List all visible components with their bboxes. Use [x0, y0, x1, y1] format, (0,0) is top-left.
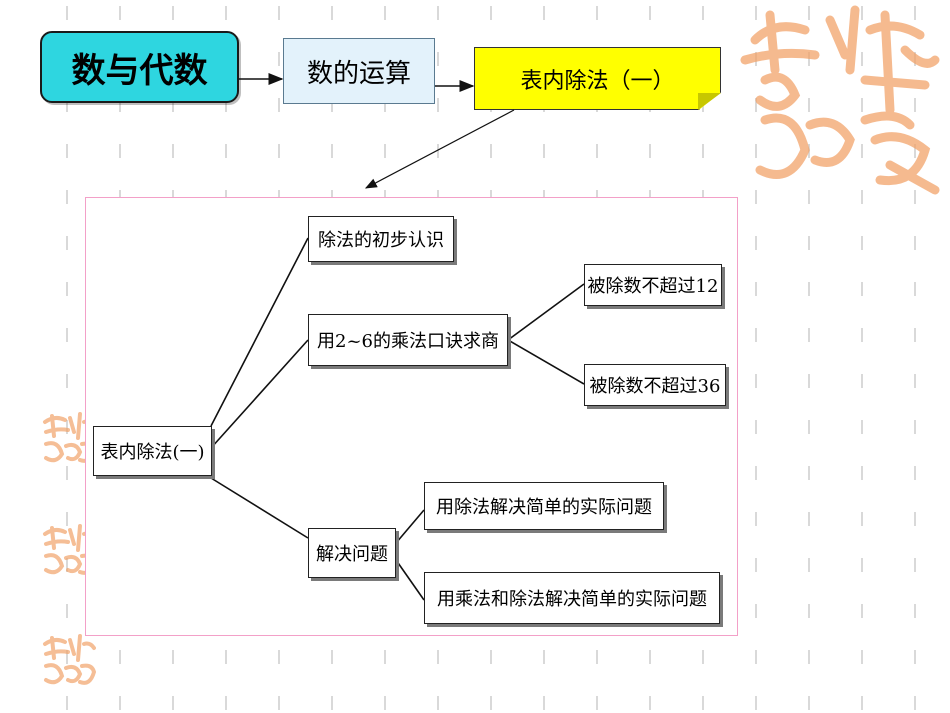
connector-branch2-leaf2: [507, 339, 585, 385]
leaf-label: 被除数不超过36: [589, 376, 721, 397]
connector-branch3-leaf1: [395, 509, 425, 544]
mindmap-root-node: 表内除法(一): [93, 426, 212, 476]
branch-label: 除法的初步认识: [318, 230, 444, 251]
branch-node-division-intro: 除法的初步认识: [308, 216, 454, 262]
connector-root-branch3: [210, 477, 309, 539]
connector-branch3-leaf2: [395, 559, 425, 601]
connector-root-branch1: [210, 237, 309, 427]
branch-node-problem-solving: 解决问题: [308, 528, 396, 578]
leaf-node-division-problems: 用除法解决简单的实际问题: [424, 482, 664, 530]
leaf-label: 用乘法和除法解决简单的实际问题: [437, 589, 707, 610]
topic-label: 数的运算: [306, 58, 411, 89]
leaf-node-multiplication-division-problems: 用乘法和除法解决简单的实际问题: [424, 572, 720, 624]
subject-title: 数与代数: [71, 50, 208, 91]
lesson-label: 表内除法（一）: [520, 68, 675, 94]
auspicious-stamp-logo: [740, 5, 940, 195]
topic-box: 数的运算: [283, 38, 435, 104]
branch-label: 用2~6的乘法口诀求商: [317, 331, 499, 352]
leaf-node-dividend-36: 被除数不超过36: [584, 364, 726, 406]
connector-branch2-leaf1: [507, 283, 585, 341]
leaf-node-dividend-12: 被除数不超过12: [584, 264, 722, 306]
branch-label: 解决问题: [316, 544, 388, 565]
auspicious-stamp-small-3: [43, 634, 96, 685]
mindmap-frame: 表内除法(一) 除法的初步认识 用2~6的乘法口诀求商 被除数不超过12 被除数…: [85, 197, 738, 636]
leaf-label: 被除数不超过12: [587, 276, 719, 297]
root-label: 表内除法(一): [100, 442, 205, 463]
subject-title-box: 数与代数: [40, 31, 239, 103]
lesson-sticky-note: 表内除法（一）: [474, 47, 721, 110]
connector-root-branch2: [210, 339, 309, 449]
mindmap-connectors: [210, 237, 585, 601]
branch-node-multiplication-table: 用2~6的乘法口诀求商: [308, 314, 508, 366]
leaf-label: 用除法解决简单的实际问题: [436, 497, 652, 518]
